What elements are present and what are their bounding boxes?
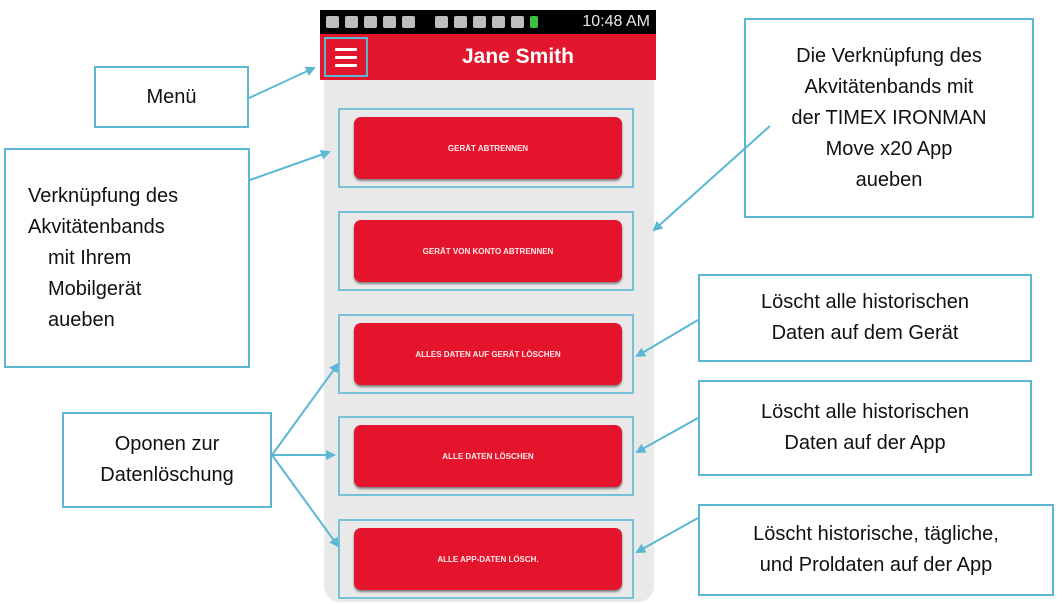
notification-icon (326, 16, 339, 28)
disconnect-device-from-account-button[interactable]: GERÄT VON KONTO ABTRENNEN (354, 220, 622, 282)
alarm-icon (473, 16, 486, 28)
button-frame: GERÄT ABTRENNEN (338, 108, 634, 188)
arrow (249, 149, 331, 181)
arrow (271, 362, 340, 456)
callout-delete-all: Löscht historische, tägliche, und Prolda… (698, 504, 1054, 596)
app-bar: Jane Smith (320, 34, 656, 80)
callout-link-app: Die Verknüpfung des Akvitätenbands mit d… (744, 18, 1034, 218)
button-frame: ALLE APP-DATEN LÖSCH. (338, 519, 634, 599)
callout-link-device: Verknüpfung des Akvitätenbands mit Ihrem… (4, 148, 250, 368)
notification-icons (326, 16, 538, 28)
mute-icon (454, 16, 467, 28)
bluetooth-icon (435, 16, 448, 28)
button-frame: ALLES DATEN AUF GERÄT LÖSCHEN (338, 314, 634, 394)
disconnect-device-button[interactable]: GERÄT ABTRENNEN (354, 117, 622, 179)
message-icon (402, 16, 415, 28)
button-frame: GERÄT VON KONTO ABTRENNEN (338, 211, 634, 291)
callout-delete-app: Löscht alle historischen Daten auf der A… (698, 380, 1032, 476)
arrow (652, 125, 771, 232)
mail-icon (383, 16, 396, 28)
hamburger-menu-icon (335, 47, 357, 51)
button-frame: ALLE DATEN LÖSCHEN (338, 416, 634, 496)
arrow (271, 454, 340, 548)
callout-data-deletion: Oponen zur Datenlöschung (62, 412, 272, 508)
page-title: Jane Smith (461, 45, 575, 68)
arrow (248, 66, 316, 99)
delete-all-app-data-button[interactable]: ALLE APP-DATEN LÖSCH. (354, 528, 622, 590)
image-icon (364, 16, 377, 28)
arrow (635, 517, 699, 553)
callout-delete-device: Löscht alle historischen Daten auf dem G… (698, 274, 1032, 362)
delete-device-data-button[interactable]: ALLES DATEN AUF GERÄT LÖSCHEN (354, 323, 622, 385)
menu-button[interactable] (324, 37, 368, 77)
delete-all-data-button[interactable]: ALLE DATEN LÖSCHEN (354, 425, 622, 487)
callout-menu: Menü (94, 66, 249, 128)
arrow (635, 417, 699, 453)
status-bar: 10:48 AM (320, 10, 656, 34)
missed-call-icon (345, 16, 358, 28)
wifi-icon (492, 16, 505, 28)
status-time: 10:48 AM (582, 13, 650, 30)
arrow (635, 319, 699, 358)
no-signal-icon (511, 16, 524, 28)
battery-icon (530, 16, 538, 28)
